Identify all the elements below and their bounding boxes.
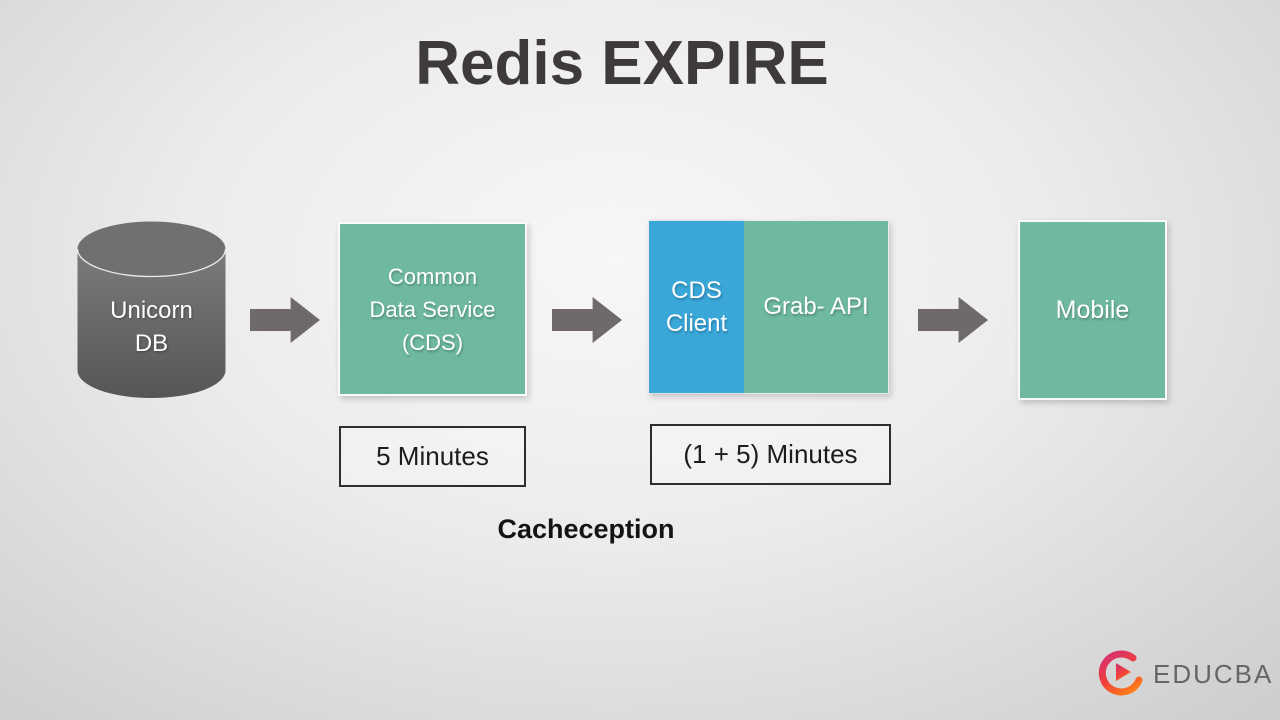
slide-title: Redis EXPIRE <box>415 29 829 98</box>
client-api-node: CDS Client Grab- API <box>648 220 889 394</box>
unicorn-db-label-line2: DB <box>134 330 169 357</box>
unicorn-db-cylinder: Unicorn DB <box>77 221 226 399</box>
educba-logo: EDUCBA <box>1097 649 1273 699</box>
educba-logo-text: EDUCBA <box>1153 658 1274 689</box>
educba-play-swirl-icon <box>1098 650 1143 696</box>
grab-api-segment: Grab- API <box>744 221 888 393</box>
unicorn-db-label: Unicorn DB <box>77 257 226 397</box>
unicorn-db-label-line1: Unicorn <box>110 297 193 324</box>
cds-ttl-label: 5 Minutes <box>376 441 489 471</box>
cds-client-label-line1: CDS <box>671 277 722 304</box>
mobile-node: Mobile <box>1018 220 1167 400</box>
arrow-api-to-mobile-icon <box>918 297 988 343</box>
grab-api-label: Grab- API <box>763 293 869 320</box>
cds-label-line2: Data Service <box>369 296 496 322</box>
cds-client-label-line2: Client <box>665 310 728 337</box>
arrow-cds-to-client-icon <box>552 297 622 343</box>
cds-ttl-box: 5 Minutes <box>339 426 526 487</box>
mobile-label: Mobile <box>1055 295 1130 324</box>
pipeline-ttl-box: (1 + 5) Minutes <box>650 424 891 485</box>
database-cylinder-icon <box>77 221 226 398</box>
pipeline-ttl-label: (1 + 5) Minutes <box>683 439 858 469</box>
arrow-db-to-cds-icon <box>250 297 320 343</box>
cds-label-line1: Common <box>387 263 478 289</box>
cds-client-segment: CDS Client <box>649 221 744 393</box>
cds-label-line3: (CDS) <box>401 329 464 355</box>
caption-text: Cacheception <box>497 514 675 544</box>
cds-node: Common Data Service (CDS) <box>338 222 527 396</box>
